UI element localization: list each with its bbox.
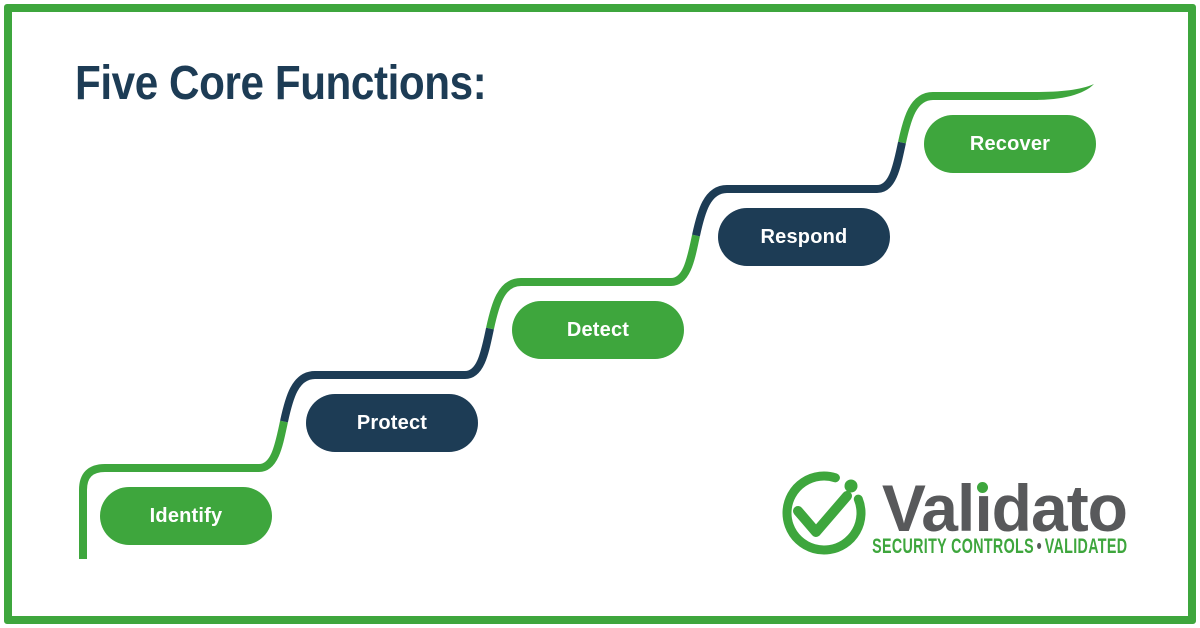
step-pill-recover: Recover — [924, 115, 1096, 173]
step-label: Respond — [760, 225, 848, 248]
check-circle-icon — [782, 471, 866, 555]
tagline-bullet-dot: • — [1036, 535, 1042, 558]
step-pill-identify: Identify — [100, 487, 272, 545]
step-pill-detect: Detect — [512, 301, 684, 359]
step-pill-protect: Protect — [306, 394, 478, 452]
step-label: Protect — [356, 411, 428, 434]
brand-text-pre: Val — [881, 471, 975, 545]
brand-letter-i: ı — [974, 471, 992, 545]
step-label: Recover — [969, 132, 1051, 155]
curve-segment-detect — [486, 234, 700, 330]
brand-wordmark: Valıdato — [882, 471, 1128, 545]
tagline-right: VALIDATED — [1044, 535, 1127, 558]
curve-segment-protect — [280, 327, 494, 423]
curve-segment-recover — [898, 92, 1038, 144]
curve-segment-identify — [79, 420, 288, 559]
tagline-left: SECURITY CONTROLS — [871, 535, 1034, 558]
brand-text-post: dato — [991, 471, 1128, 545]
curve-segment-respond — [692, 141, 906, 237]
curve-arrow-tip — [1034, 84, 1094, 100]
validato-logo: Valıdato SECURITY CONTROLS•VALIDATED — [781, 468, 1128, 560]
page-title: Five Core Functions: — [75, 57, 487, 110]
step-pill-respond: Respond — [718, 208, 890, 266]
step-label: Detect — [566, 318, 630, 341]
step-label: Identify — [149, 504, 223, 527]
brand-tagline: SECURITY CONTROLS•VALIDATED — [872, 536, 1127, 557]
